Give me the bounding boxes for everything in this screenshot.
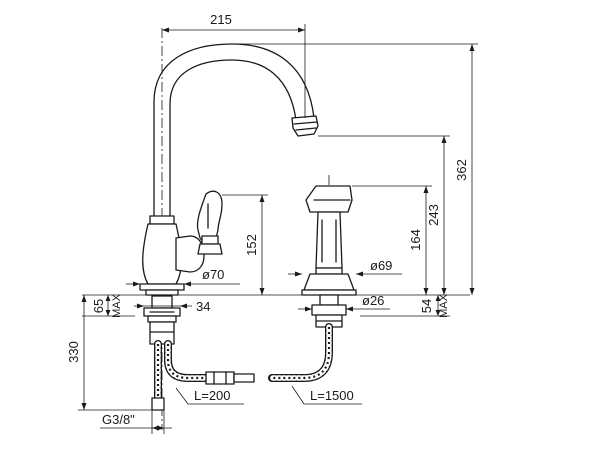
spray-head	[305, 185, 353, 213]
dim-spray-base-diameter: ø69	[370, 258, 392, 273]
faucet-hose-end-fitting	[151, 397, 165, 411]
hose-coupling	[205, 371, 235, 385]
dim-total-height: 362	[454, 159, 469, 181]
dim-spray-deck-max: MAX	[438, 293, 450, 318]
spray-holder	[303, 273, 355, 291]
faucet-aerator	[291, 115, 319, 137]
faucet-mounting-nut	[149, 321, 175, 345]
faucet-handle-lever	[196, 190, 223, 244]
dim-handle-height: 152	[244, 234, 259, 256]
dim-faucet-hose-length: L=200	[194, 388, 231, 403]
faucet-base-ring	[139, 283, 185, 291]
dimension-labels: 215 362 243 164 152 ø70 ø69 65 MAX 34 ø2…	[66, 12, 469, 427]
dim-faucet-deck-max: MAX	[111, 293, 123, 318]
dim-spout-outlet-height: 243	[426, 204, 441, 226]
dim-faucet-deck-thickness: 65	[91, 299, 106, 313]
side-spray	[268, 175, 357, 382]
dimension-lines	[78, 24, 478, 434]
faucet-handle-hub	[175, 235, 205, 273]
dim-spray-hole-diameter: ø26	[362, 293, 384, 308]
spray-handle	[315, 211, 343, 269]
dim-hose-total-drop: 330	[66, 341, 81, 363]
dim-spout-reach: 215	[210, 12, 232, 27]
faucet-body	[139, 28, 319, 430]
dim-spray-height: 164	[408, 229, 423, 251]
dim-shank-width: 34	[196, 299, 210, 314]
dim-spray-deck-thickness: 54	[419, 299, 434, 313]
faucet-spout-inner	[169, 59, 297, 219]
dim-connection-thread: G3/8"	[102, 412, 135, 427]
spray-shank	[319, 294, 339, 306]
faucet-collar	[149, 215, 175, 225]
faucet-spout-outer	[153, 43, 315, 219]
dim-faucet-base-diameter: ø70	[202, 267, 224, 282]
dim-spray-hose-length: L=1500	[310, 388, 354, 403]
